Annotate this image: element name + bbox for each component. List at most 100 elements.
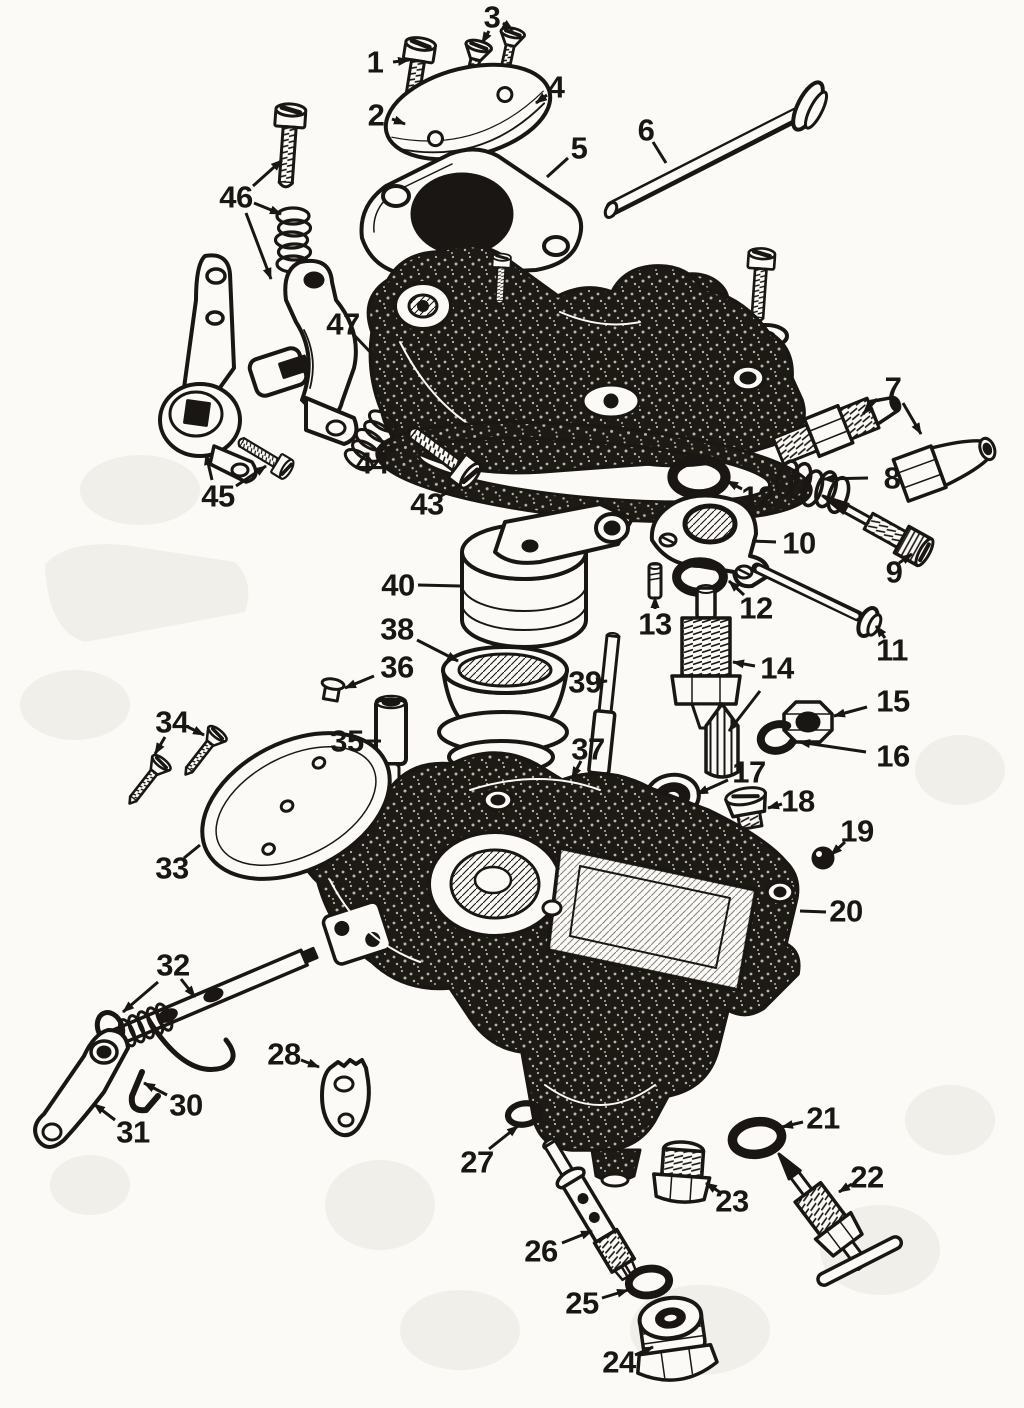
callout-label-4: 4 xyxy=(548,70,566,105)
callout-label-39: 39 xyxy=(568,665,602,700)
part-bowl-plug-23 xyxy=(652,1140,712,1204)
callout-leader-3-2 xyxy=(501,20,514,32)
part-upper-body-47 xyxy=(366,243,806,475)
callout-leader-14-2 xyxy=(727,690,762,732)
callout-leader-16 xyxy=(798,739,867,754)
callout-leader-32-1 xyxy=(122,980,159,1014)
callout-label-2: 2 xyxy=(368,98,385,133)
callout-label-30: 30 xyxy=(169,1088,202,1123)
part-float-hinge-pin-11 xyxy=(751,562,883,639)
callout-label-43: 43 xyxy=(410,487,444,522)
callout-leader-27 xyxy=(488,1124,519,1151)
callout-leader-31 xyxy=(93,1102,116,1122)
callout-leader-34-2 xyxy=(153,736,167,755)
callout-label-5: 5 xyxy=(571,131,588,166)
callout-label-18: 18 xyxy=(781,784,815,819)
callout-label-35: 35 xyxy=(330,724,364,759)
callout-label-16: 16 xyxy=(876,739,910,774)
callout-leader-25 xyxy=(601,1288,629,1300)
callout-label-20: 20 xyxy=(829,894,862,929)
part-jet-bracket-10 xyxy=(649,493,771,589)
callout-leader-26 xyxy=(561,1229,593,1245)
callout-label-17: 17 xyxy=(732,755,765,790)
part-lock-washer-16 xyxy=(756,720,797,755)
callout-leader-36 xyxy=(344,674,375,690)
callout-label-28: 28 xyxy=(267,1037,301,1072)
part-main-jet-14 xyxy=(670,584,742,779)
callout-leader-45-1 xyxy=(204,453,214,481)
callout-leader-4 xyxy=(535,92,548,105)
callout-label-32: 32 xyxy=(156,948,189,983)
callout-label-21: 21 xyxy=(806,1101,840,1136)
callout-leader-12 xyxy=(726,479,743,491)
callout-label-23: 23 xyxy=(715,1184,749,1219)
callout-label-22: 22 xyxy=(850,1160,883,1195)
callout-label-40: 40 xyxy=(381,568,414,603)
callout-leader-17 xyxy=(696,778,729,796)
part-mounting-flange-5 xyxy=(359,147,583,278)
callout-leader-43 xyxy=(440,484,460,498)
callout-label-45: 45 xyxy=(201,479,235,514)
callout-leader-7-1 xyxy=(861,397,879,416)
part-needle-valve-22 xyxy=(777,1152,904,1287)
callout-leader-46-3 xyxy=(244,212,273,280)
callout-leader-8 xyxy=(822,474,869,484)
callout-label-6: 6 xyxy=(638,113,655,148)
part-plug-rivet-36 xyxy=(320,677,346,703)
callout-label-33: 33 xyxy=(155,851,189,886)
callout-leader-6 xyxy=(651,141,668,164)
callout-label-7: 7 xyxy=(885,371,902,406)
callout-label-12: 12 xyxy=(739,591,772,626)
callout-leader-9 xyxy=(898,552,913,565)
part-float-40 xyxy=(460,502,634,649)
callout-label-8: 8 xyxy=(884,461,901,496)
callout-leader-24 xyxy=(634,1345,654,1357)
part-pump-cam-46 xyxy=(247,259,359,446)
part-check-ball-19 xyxy=(811,846,835,870)
callout-label-34: 34 xyxy=(155,705,190,740)
callout-label-15: 15 xyxy=(876,684,910,719)
callout-label-9: 9 xyxy=(886,555,903,590)
part-shaft-clip-30 xyxy=(128,1069,161,1114)
callout-leader-11 xyxy=(874,625,887,639)
part-plug-screw-18 xyxy=(724,786,768,832)
part-choke-lever-31 xyxy=(33,1028,130,1149)
callout-leader-3-1 xyxy=(480,30,492,44)
callout-layer: 1234567891011121213141516171819202122232… xyxy=(93,0,923,1380)
callout-leader-39 xyxy=(595,677,608,687)
callout-label-12: 12 xyxy=(741,480,774,515)
callout-label-47: 47 xyxy=(326,307,359,342)
callout-label-14: 14 xyxy=(760,651,795,686)
callout-leader-7-2 xyxy=(901,402,923,435)
callout-leader-46-1 xyxy=(251,158,284,188)
callout-leader-28 xyxy=(300,1058,320,1069)
callout-label-31: 31 xyxy=(116,1115,150,1150)
part-nut-15 xyxy=(782,700,834,744)
callout-label-25: 25 xyxy=(565,1286,599,1321)
callout-label-37: 37 xyxy=(571,732,604,767)
callout-leader-18 xyxy=(767,800,783,810)
callout-leader-45-2 xyxy=(235,464,267,488)
callout-label-1: 1 xyxy=(367,45,384,80)
callout-label-24: 24 xyxy=(602,1345,637,1380)
part-needle-seat-26 xyxy=(542,1137,638,1282)
callout-leader-38 xyxy=(416,638,459,663)
callout-label-36: 36 xyxy=(380,650,414,685)
callout-leader-20 xyxy=(799,909,827,914)
callout-leader-1 xyxy=(392,56,410,66)
callout-leader-30 xyxy=(143,1081,168,1097)
callout-label-38: 38 xyxy=(380,612,414,647)
callout-leader-40 xyxy=(417,583,461,588)
callout-label-27: 27 xyxy=(460,1145,493,1180)
callout-leader-44 xyxy=(381,442,397,457)
callout-label-26: 26 xyxy=(524,1234,558,1269)
callout-label-44: 44 xyxy=(355,446,390,481)
callout-leader-46-2 xyxy=(253,201,282,216)
callout-label-19: 19 xyxy=(840,814,874,849)
callout-label-46: 46 xyxy=(219,180,253,215)
callout-leader-19 xyxy=(829,840,847,857)
callout-leader-33 xyxy=(183,843,201,860)
callout-leader-22 xyxy=(838,1182,853,1194)
